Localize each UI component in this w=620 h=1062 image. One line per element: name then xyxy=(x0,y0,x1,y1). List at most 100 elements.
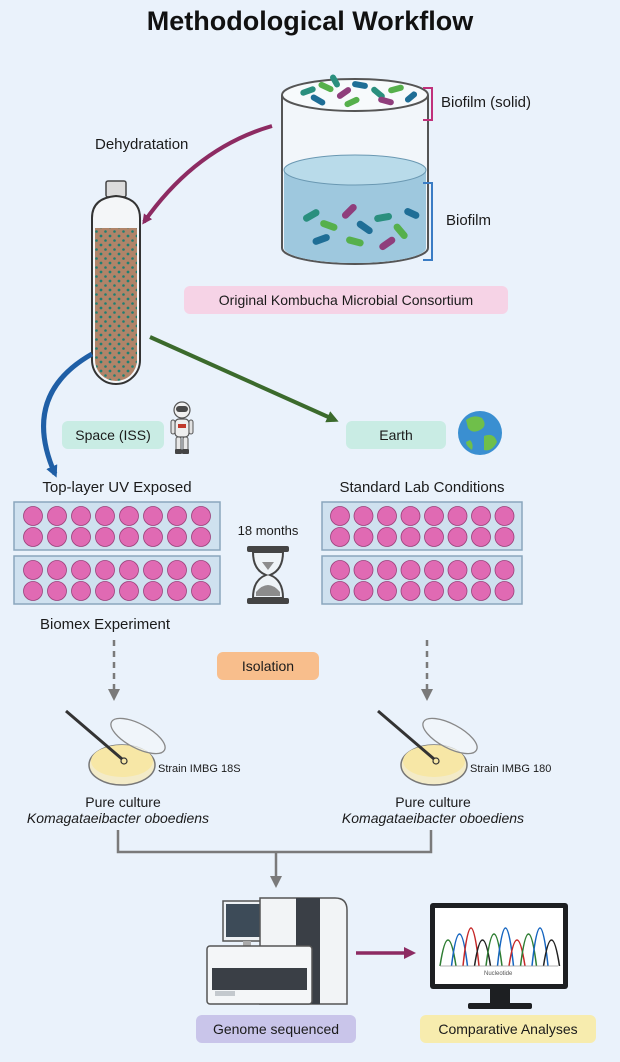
well xyxy=(400,506,421,526)
pure-culture-left: Pure culture xyxy=(85,794,161,810)
species-right: Komagataeibacter oboediens xyxy=(341,810,525,826)
strain-left-label: Strain IMBG 18S xyxy=(158,763,241,775)
well xyxy=(119,560,139,580)
well xyxy=(330,527,350,547)
well xyxy=(353,527,374,547)
biofilm-solid-label: Biofilm (solid) xyxy=(441,94,532,111)
plates-left xyxy=(13,501,221,605)
well xyxy=(400,527,421,547)
well xyxy=(95,506,115,526)
well xyxy=(400,560,421,580)
comparative-analyses-label: Comparative Analyses xyxy=(420,1015,596,1043)
well xyxy=(47,506,67,526)
well xyxy=(119,527,139,547)
well xyxy=(471,581,491,601)
biofilm-bracket xyxy=(423,182,433,261)
well xyxy=(447,527,468,547)
well xyxy=(377,506,397,526)
well xyxy=(191,581,211,601)
petri-dish-icon-right xyxy=(377,709,478,786)
kombucha-jar xyxy=(281,74,429,265)
chromatogram-peak xyxy=(473,939,492,967)
chromatogram-peak xyxy=(450,933,469,967)
well xyxy=(47,581,67,601)
well xyxy=(330,506,350,526)
well xyxy=(71,581,91,601)
hourglass-icon xyxy=(247,546,289,604)
biofilm-solid-bacteria xyxy=(300,74,418,108)
well xyxy=(143,560,163,580)
genome-sequenced-label: Genome sequenced xyxy=(196,1015,356,1043)
well xyxy=(95,527,115,547)
species-left: Komagataeibacter oboediens xyxy=(26,810,210,826)
well xyxy=(330,560,350,580)
well xyxy=(143,506,163,526)
biofilm-bacteria xyxy=(302,203,420,251)
plates-right xyxy=(321,501,523,605)
well xyxy=(471,527,491,547)
isolation-label: Isolation xyxy=(217,652,319,680)
well xyxy=(494,581,515,601)
well xyxy=(471,506,491,526)
well xyxy=(167,560,187,580)
strain-right-label: Strain IMBG 180 xyxy=(470,763,552,775)
well xyxy=(494,506,515,526)
dehydration-arrow xyxy=(142,124,273,225)
original-consortium-label: Original Kombucha Microbial Consortium xyxy=(184,286,508,314)
well xyxy=(167,527,187,547)
top-layer-uv-label: Top-layer UV Exposed xyxy=(42,479,192,496)
well xyxy=(119,581,139,601)
space-arrow xyxy=(41,351,94,478)
well xyxy=(353,581,374,601)
chromatogram-peak xyxy=(508,939,526,967)
well xyxy=(191,506,211,526)
well xyxy=(400,581,421,601)
well xyxy=(167,581,187,601)
well xyxy=(471,560,491,580)
well xyxy=(71,527,91,547)
well xyxy=(23,527,43,547)
space-iss-label: Space (ISS) xyxy=(62,421,164,449)
earth-globe-icon xyxy=(458,411,502,455)
nucleotide-axis-label: Nucleotide xyxy=(484,971,513,977)
well xyxy=(330,581,350,601)
well xyxy=(143,527,163,547)
well xyxy=(377,527,397,547)
standard-lab-label: Standard Lab Conditions xyxy=(339,479,505,496)
earth-label: Earth xyxy=(346,421,446,449)
monitor-chromatogram-icon xyxy=(430,903,568,1009)
chromatogram-peak xyxy=(519,933,538,967)
well xyxy=(424,581,444,601)
sequencer-icon xyxy=(206,897,348,1005)
well xyxy=(353,560,374,580)
well xyxy=(447,581,468,601)
dehydrated-tube xyxy=(91,180,141,385)
chromatogram-peak xyxy=(485,933,503,967)
well xyxy=(143,581,163,601)
page-title: Methodological Workflow xyxy=(146,6,474,36)
well xyxy=(377,560,397,580)
well xyxy=(494,527,515,547)
well xyxy=(23,581,43,601)
astronaut-icon xyxy=(170,401,194,454)
well xyxy=(23,560,43,580)
dehydratation-label: Dehydratation xyxy=(95,136,189,153)
well xyxy=(494,560,515,580)
chromatogram-peak xyxy=(542,939,561,967)
chromatogram-peak xyxy=(439,939,457,967)
well xyxy=(447,560,468,580)
well xyxy=(424,506,444,526)
biofilm-solid-bracket xyxy=(423,87,433,121)
well xyxy=(353,506,374,526)
well xyxy=(167,506,187,526)
well xyxy=(71,506,91,526)
well xyxy=(47,527,67,547)
months-label: 18 months xyxy=(237,523,299,538)
well xyxy=(95,560,115,580)
well xyxy=(47,560,67,580)
biofilm-label: Biofilm xyxy=(446,212,492,229)
well xyxy=(424,527,444,547)
well xyxy=(119,506,139,526)
